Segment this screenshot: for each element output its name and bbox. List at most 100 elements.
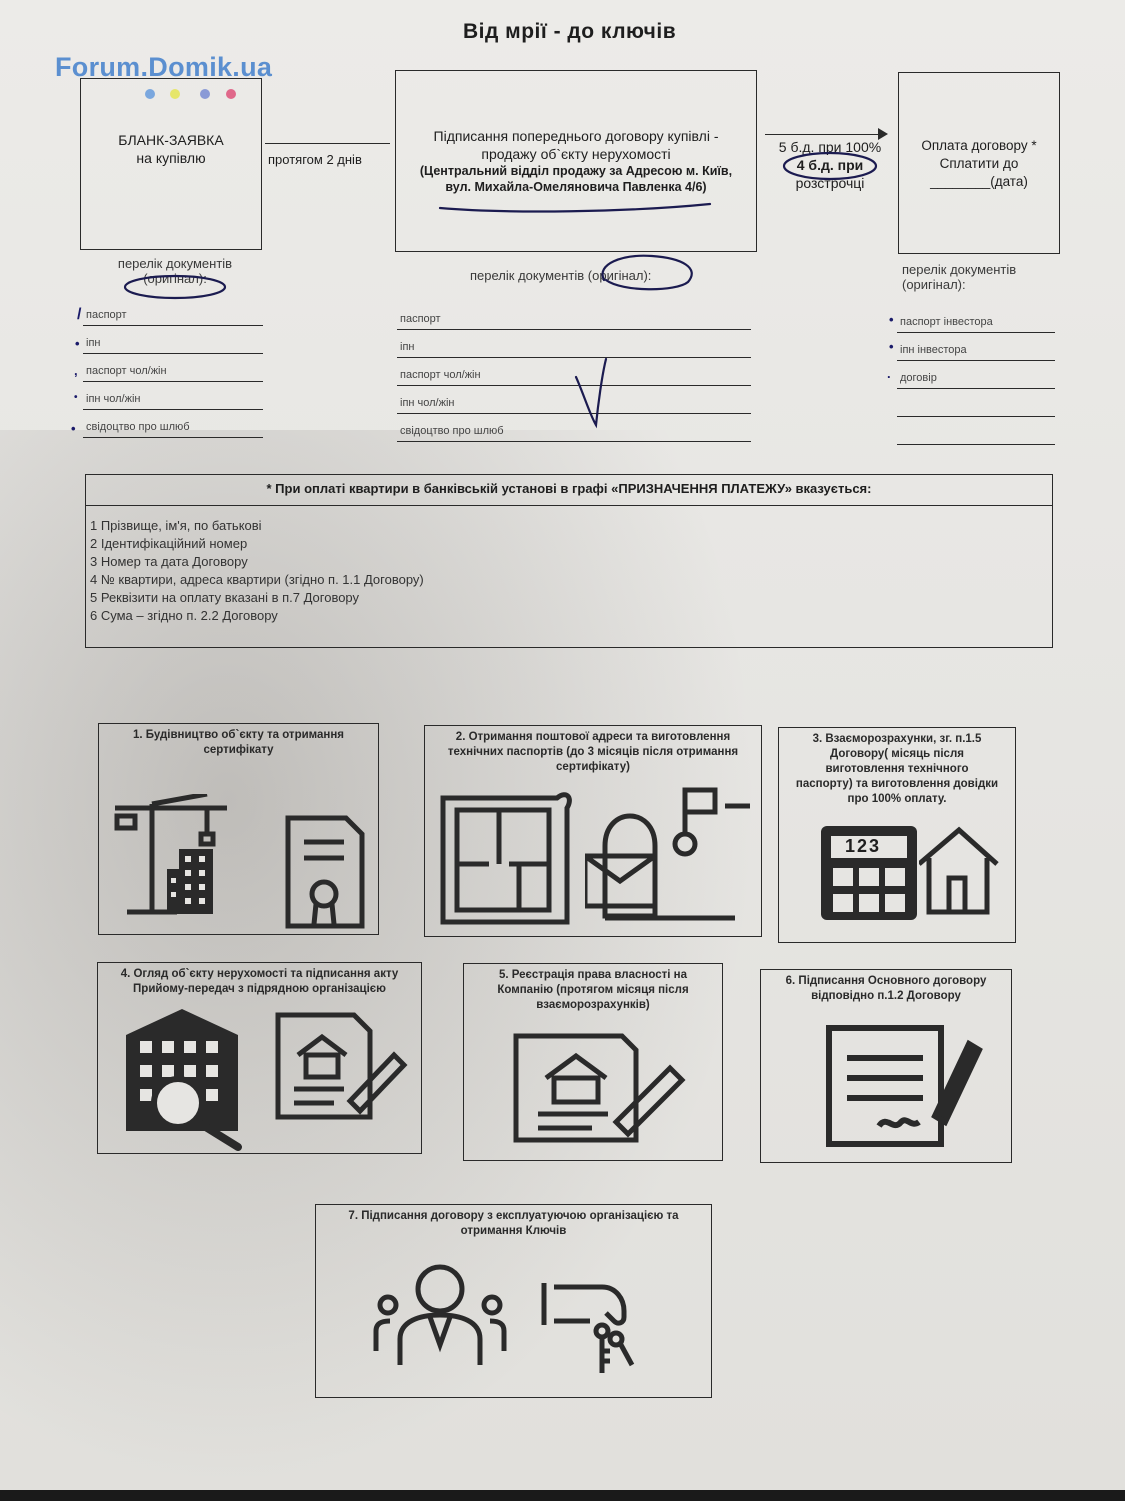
doc-line	[397, 441, 751, 442]
doc-item: паспорт	[400, 313, 441, 325]
calculator-display: 123	[845, 836, 882, 856]
doc-line	[397, 385, 751, 386]
pen-tick-mark: /	[77, 306, 82, 323]
arrow-line-1	[265, 143, 390, 144]
card-3-title-1: 3. Взаєморозрахунки, зг. п.1.5	[812, 733, 982, 745]
doc-line	[897, 360, 1055, 361]
pen-dot-mark: •	[75, 336, 80, 351]
note-divider	[86, 505, 1052, 506]
brand-dot-4	[226, 89, 236, 99]
doc-line-blank	[897, 416, 1055, 417]
doc-item: іпн інвестора	[900, 344, 967, 356]
doc-line	[397, 413, 751, 414]
card-5-title-1: 5. Реєстрація права власності на	[498, 969, 687, 981]
pen-dot-mark: •	[889, 339, 894, 354]
floor-plan-icon	[440, 792, 572, 925]
arrow-2-label-1: 5 б.д. при 100%	[778, 139, 882, 155]
note-item: 5 Реквізити на оплату вказані в п.7 Дого…	[90, 590, 360, 605]
sales-office-address-line-2: вул. Михайла-Омеляновича Павленка 4/6)	[445, 180, 707, 194]
preliminary-contract-line-1: Підписання попереднього договору купівлі…	[433, 128, 719, 144]
arrow-1-label: протягом 2 днів	[268, 152, 362, 167]
card-2-title-1: 2. Отримання поштової адреси та виготовл…	[455, 731, 731, 743]
brand-dot-2	[170, 89, 180, 99]
forum-watermark: Forum.Domik.ua	[55, 52, 273, 82]
step-card-5: 5. Реєстрація права власності на Компанію…	[463, 963, 723, 1161]
note-item: 6 Сума – згідно п. 2.2 Договору	[90, 608, 278, 623]
step-card-7: 7. Підписання договору з експлуатуючою о…	[315, 1204, 712, 1398]
brand-dot-1	[145, 89, 155, 99]
doc-item: договір	[900, 372, 937, 384]
checkmark-icon	[574, 357, 608, 429]
pen-dot-mark: •	[74, 392, 78, 403]
card-3-title-4: паспорту) та виготовлення довідки	[795, 778, 999, 790]
card-5-title-2: Компанію (протягом місяця після	[497, 984, 689, 996]
doc-line	[83, 437, 263, 438]
card-7-title-2: отримання Ключів	[460, 1225, 567, 1237]
arrow-head-icon	[878, 128, 888, 140]
doc-line	[897, 332, 1055, 333]
step-card-2: 2. Отримання поштової адреси та виготовл…	[424, 725, 762, 937]
certificate-icon	[285, 815, 365, 929]
pen-circle-mark	[782, 151, 878, 181]
docs-1-sublabel: (оригінал):	[143, 271, 207, 286]
pen-dot-mark: •	[71, 421, 76, 436]
doc-line	[397, 329, 751, 330]
payment-date-blank: ________(дата)	[930, 174, 1028, 189]
card-7-title-1: 7. Підписання договору з експлуатуючою о…	[348, 1210, 679, 1222]
application-form-title: БЛАНК-ЗАЯВКА	[118, 132, 224, 148]
doc-item: паспорт чол/жін	[86, 365, 167, 377]
card-6-title-1: 6. Підписання Основного договору	[785, 975, 987, 987]
pen-circle-original-2	[601, 254, 693, 291]
application-form-box: БЛАНК-ЗАЯВКА на купівлю	[80, 78, 262, 250]
preliminary-contract-line-2: продажу об`єкту нерухомості	[481, 146, 671, 162]
doc-item: свідоцтво про шлюб	[400, 425, 504, 437]
card-4-title-1: 4. Огляд об`єкту нерухомості та підписан…	[120, 968, 399, 980]
arrow-line-2	[765, 134, 885, 135]
doc-line	[83, 409, 263, 410]
house-document-pen-icon	[513, 1033, 686, 1143]
doc-line-blank	[897, 444, 1055, 445]
house-document-pen-icon	[275, 1012, 408, 1120]
doc-line	[897, 388, 1055, 389]
pen-dot-mark: •	[889, 312, 894, 327]
contract-signature-icon	[826, 1025, 983, 1147]
pen-underline-mark	[438, 202, 712, 213]
card-3-title-5: про 100% оплату.	[847, 793, 947, 805]
card-4-title-2: Прийому-передач з підрядною організацією	[133, 983, 386, 995]
payment-title: Оплата договору *	[921, 138, 1037, 153]
note-item: 1 Прізвище, ім'я, по батькові	[90, 518, 262, 533]
note-item: 3 Номер та дата Договору	[90, 554, 248, 569]
doc-item: паспорт	[86, 309, 127, 321]
note-item: 4 № квартири, адреса квартири (згідно п.…	[90, 572, 424, 587]
card-1-title-1: 1. Будівництво об`єкту та отримання	[132, 729, 345, 741]
note-item: 2 Ідентифікаційний номер	[90, 536, 248, 551]
doc-item: паспорт інвестора	[900, 316, 993, 328]
card-3-title-2: Договору( місяць після	[830, 748, 964, 760]
card-5-title-3: взаєморозрахунків)	[536, 999, 650, 1011]
magnifier-icon	[151, 1076, 242, 1151]
sales-office-address-line-1: (Центральний відділ продажу за Адресою м…	[419, 164, 733, 178]
mailbox-icon	[585, 787, 750, 921]
pen-dot-mark: ,	[74, 363, 78, 378]
payment-deadline-label: Сплатити до	[939, 156, 1019, 171]
calculator-icon	[821, 826, 917, 920]
preliminary-contract-box: Підписання попереднього договору купівлі…	[395, 70, 757, 252]
house-icon	[919, 826, 999, 915]
note-header: * При оплаті квартири в банківській уста…	[266, 481, 872, 496]
doc-item: іпн чол/жін	[400, 397, 455, 409]
card-2-title-2: технічних паспортів (до 3 місяців після …	[447, 746, 739, 758]
step-card-4: 4. Огляд об`єкту нерухомості та підписан…	[97, 962, 422, 1154]
step-card-6: 6. Підписання Основного договору відповід…	[760, 969, 1012, 1163]
docs-1-label: перелік документів	[117, 256, 233, 271]
doc-item: іпн	[86, 337, 101, 349]
page-title: Від мрії - до ключів	[463, 20, 677, 43]
card-6-title-2: відповідно п.1.2 Договору	[811, 990, 961, 1002]
payment-purpose-note: * При оплаті квартири в банківській уста…	[85, 474, 1053, 648]
brand-dot-3	[200, 89, 210, 99]
arrow-2-label-2: 4 б.д. при	[796, 157, 864, 173]
doc-line	[83, 325, 263, 326]
docs-3-label: перелік документів	[902, 262, 1017, 277]
doc-item: іпн	[400, 341, 415, 353]
